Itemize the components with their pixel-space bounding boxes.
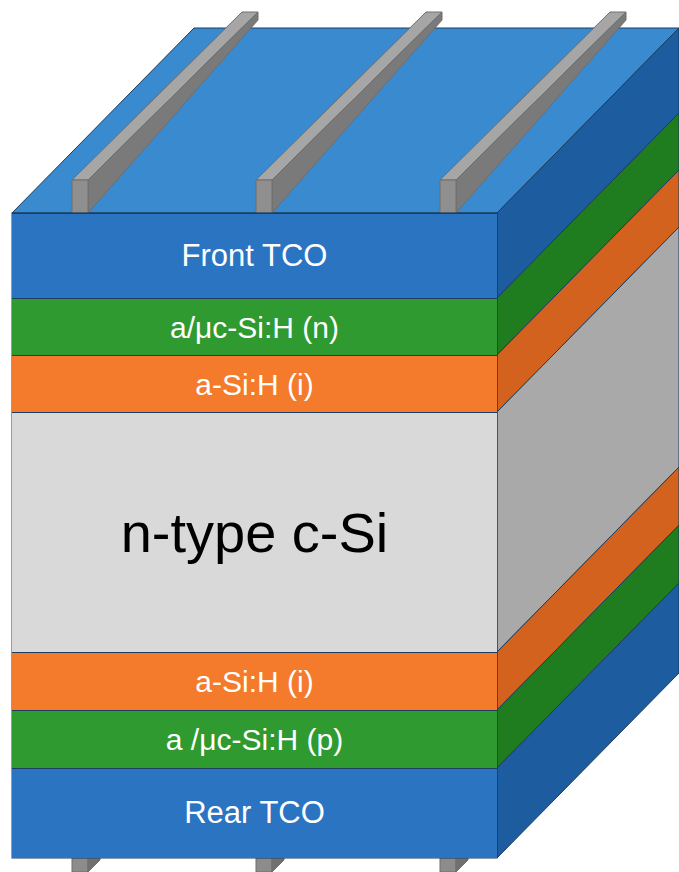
layer-band: Front TCO <box>12 213 497 298</box>
layer-label: Front TCO <box>182 239 328 273</box>
layer-label: Rear TCO <box>184 796 325 830</box>
layer-label: a/μc-Si:H (n) <box>170 311 339 344</box>
front-fingers <box>72 12 626 213</box>
layer-label: a-Si:H (i) <box>195 665 313 698</box>
layer-band: a-Si:H (i) <box>12 652 497 710</box>
layer-label: a /μc-Si:H (p) <box>166 723 343 756</box>
layer-band: n-type c-Si <box>12 412 497 652</box>
layer-label: n-type c-Si <box>121 502 389 564</box>
front-outline <box>12 213 497 858</box>
layer-band: a /μc-Si:H (p) <box>12 710 497 768</box>
layer-band: Rear TCO <box>12 768 497 858</box>
side-faces <box>497 28 679 858</box>
layer-label: a-Si:H (i) <box>195 368 313 401</box>
layer-band: a/μc-Si:H (n) <box>12 298 497 355</box>
layer-band: a-Si:H (i) <box>12 355 497 412</box>
